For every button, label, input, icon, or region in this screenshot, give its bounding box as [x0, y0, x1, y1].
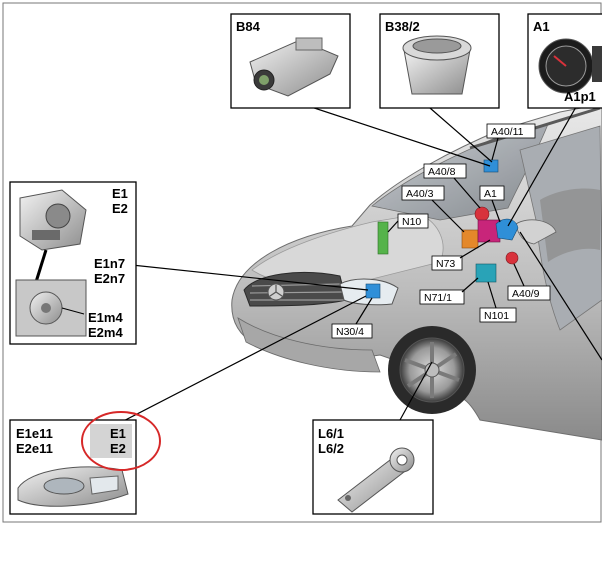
callout-box-b84: B84: [231, 14, 350, 108]
label-a1p1: A1p1: [564, 89, 596, 104]
svg-text:N71/1: N71/1: [424, 292, 452, 304]
callout-box-e1e11-e2e11: E1e11 E2e11 E1 E2: [10, 420, 136, 514]
svg-text:N30/4: N30/4: [336, 326, 364, 338]
label-e2-bottom: E2: [110, 441, 126, 456]
callout-box-a1: A1 A1p1: [528, 14, 602, 108]
svg-text:A1: A1: [484, 188, 497, 200]
label-e1n7: E1n7: [94, 256, 125, 271]
label-e2n7: E2n7: [94, 271, 125, 286]
callout-box-e1-e2-module: E1 E2 E1n7 E2n7 E1m4 E2m4: [10, 182, 136, 344]
label-a1-box: A1: [533, 19, 550, 34]
blue-component-n30-4: [366, 284, 380, 298]
component-tag-a40-11: A40/11: [487, 124, 535, 138]
component-tag-a1: A1: [480, 186, 504, 200]
label-e1e11: E1e11: [16, 426, 53, 441]
callout-box-b38-2: B38/2: [380, 14, 499, 108]
green-component-n10: [378, 222, 388, 254]
label-e2e11: E2e11: [16, 441, 53, 456]
label-e1-bottom: E1: [110, 426, 126, 441]
teal-component-n71-1: [476, 264, 496, 282]
component-tag-a40-9: A40/9: [508, 286, 550, 300]
label-e2m4: E2m4: [88, 325, 123, 340]
svg-text:A40/9: A40/9: [512, 288, 540, 300]
red-component-a40-9: [506, 252, 518, 264]
label-b84: B84: [236, 19, 261, 34]
svg-text:A40/3: A40/3: [406, 188, 434, 200]
sensor-b38-2-image: [403, 36, 471, 94]
component-tag-n101: N101: [480, 308, 516, 322]
svg-text:N10: N10: [402, 216, 421, 228]
label-l6-2: L6/2: [318, 441, 344, 456]
label-e1-top: E1: [112, 186, 128, 201]
label-b38-2: B38/2: [385, 19, 420, 34]
svg-text:N101: N101: [484, 310, 509, 322]
component-tag-n73: N73: [432, 256, 462, 270]
svg-text:A40/11: A40/11: [491, 126, 524, 138]
label-e2-top: E2: [112, 201, 128, 216]
component-tag-n10: N10: [398, 214, 428, 228]
component-tag-n71-1: N71/1: [420, 290, 464, 304]
component-tag-a40-3: A40/3: [402, 186, 444, 200]
label-e1m4: E1m4: [88, 310, 123, 325]
callout-box-l6: L6/1 L6/2: [313, 420, 433, 514]
component-tag-n30-4: N30/4: [332, 324, 372, 338]
red-component-a40-8: [475, 207, 489, 221]
motor-inset-image: [16, 280, 86, 336]
svg-text:A40/8: A40/8: [428, 166, 456, 178]
label-l6-1: L6/1: [318, 426, 344, 441]
orange-component-a40-3: [462, 230, 478, 248]
svg-text:N73: N73: [436, 258, 455, 270]
component-tag-a40-8: A40/8: [424, 164, 466, 178]
